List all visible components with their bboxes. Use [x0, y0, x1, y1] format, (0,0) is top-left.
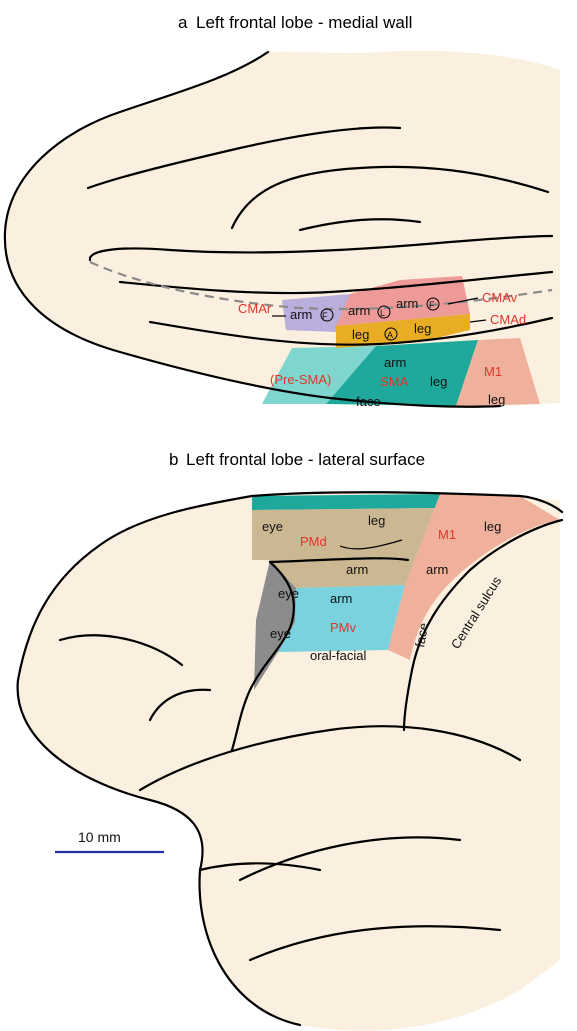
panel-b-letter: b: [169, 450, 178, 469]
circle-f1-label: F: [322, 311, 328, 321]
cmar-label: CMAr: [238, 301, 272, 316]
face-label: face: [356, 394, 381, 409]
arm-label-b3: arm: [330, 591, 352, 606]
arm-label-4: arm: [384, 355, 406, 370]
panel-b-title: Left frontal lobe - lateral surface: [186, 450, 425, 469]
arm-label-1: arm: [290, 307, 312, 322]
m1-label: M1: [484, 364, 502, 379]
cmad-label: CMAd: [490, 312, 526, 327]
leg-label-b1: leg: [368, 513, 385, 528]
leg-label-1: leg: [352, 327, 369, 342]
leg-label-2: leg: [414, 321, 431, 336]
scale-bar-label: 10 mm: [78, 829, 121, 845]
m1-lateral-label: M1: [438, 527, 456, 542]
panel-a-title: Left frontal lobe - medial wall: [196, 13, 412, 32]
circle-f2-label: F: [429, 300, 435, 310]
pmd-label: PMd: [300, 534, 327, 549]
arm-label-3: arm: [396, 296, 418, 311]
sma-label: SMA: [380, 374, 409, 389]
arm-label-b1: arm: [346, 562, 368, 577]
leg-label-3: leg: [430, 374, 447, 389]
panel-a-letter: a: [178, 13, 188, 32]
arm-label-2: arm: [348, 303, 370, 318]
leg-label-b2: leg: [484, 519, 501, 534]
circle-a-label: A: [387, 330, 393, 340]
eye-label-1: eye: [262, 519, 283, 534]
panel-a: a Left frontal lobe - medial wall CMAr a…: [5, 13, 560, 409]
arm-label-b2: arm: [426, 562, 448, 577]
panel-b: b Left frontal lobe - lateral surface ey…: [18, 450, 562, 1031]
cmav-label: CMAv: [482, 290, 518, 305]
eye-label-2: eye: [278, 586, 299, 601]
pmv-label: PMv: [330, 620, 357, 635]
eye-label-3: eye: [270, 626, 291, 641]
circle-l-label: L: [380, 308, 385, 318]
oral-facial-label: oral-facial: [310, 648, 366, 663]
leg-label-4: leg: [488, 392, 505, 407]
pre-sma-label: (Pre-SMA): [270, 372, 331, 387]
pmd-top-strip: [252, 494, 440, 510]
